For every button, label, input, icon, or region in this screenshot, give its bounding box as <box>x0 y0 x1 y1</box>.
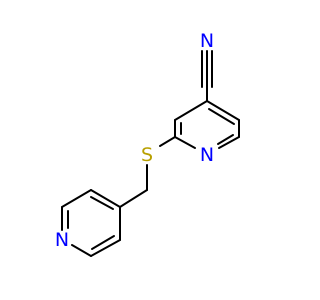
bond-ring-left-5 <box>90 239 121 257</box>
bond-ring-right-3 <box>218 136 240 149</box>
atom-label-sulfur: S <box>141 144 153 166</box>
bond-ring-right-4 <box>174 136 196 149</box>
bond-ring-left-5-inner <box>91 235 115 250</box>
atom-label-pyridine-n-right: N <box>200 144 214 166</box>
bond-ring-left-4 <box>71 244 92 257</box>
bond-ring-right-6 <box>174 100 208 121</box>
atom-label-pyridine-n-left: N <box>55 229 69 251</box>
bond-ch2-c4prime <box>119 189 148 208</box>
bond-ring-right-1 <box>206 100 240 121</box>
bond-ring-right-1-inner <box>208 108 235 125</box>
bond-ring-right-3-inner <box>217 134 234 145</box>
bond-ring-left-2 <box>61 189 92 208</box>
bond-ring-left-1-inner <box>90 196 114 210</box>
bonds <box>61 50 240 257</box>
atom-labels: N N S N <box>55 30 214 251</box>
atom-label-nitrile-n: N <box>200 30 214 52</box>
bond-ring-left-1 <box>90 189 121 208</box>
bond-c2-s <box>159 136 176 147</box>
molecule-diagram: N N S N <box>55 30 240 257</box>
